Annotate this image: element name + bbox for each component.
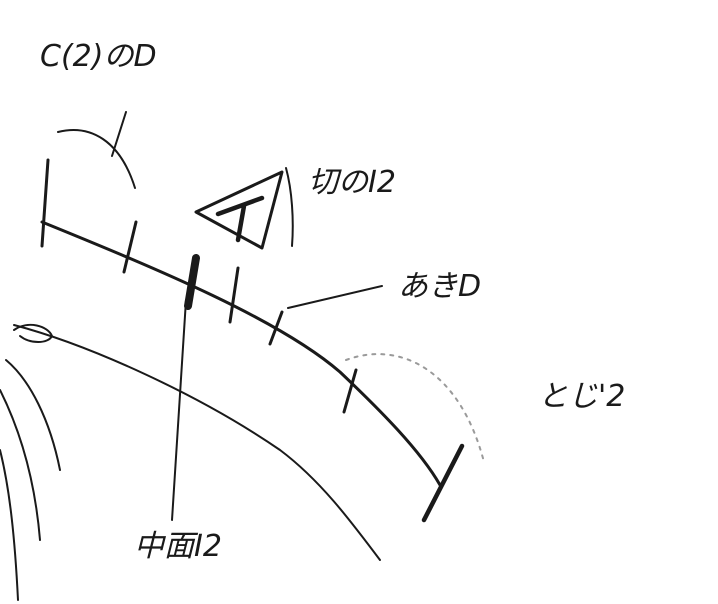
label-top-right: 切のI2	[308, 165, 396, 200]
triangle-inner-stroke	[218, 198, 262, 240]
main-fold-line	[42, 222, 440, 485]
left-arc-1	[0, 390, 40, 540]
lower-curve-loop	[14, 325, 52, 342]
top-left-bracket-pointer	[112, 112, 126, 156]
tick-right-end	[424, 446, 462, 520]
middle-right-leader	[288, 286, 382, 308]
label-bottom: 中面I2	[134, 529, 222, 564]
bottom-leader	[172, 300, 186, 520]
tick-4	[270, 312, 282, 344]
tick-3	[230, 268, 238, 322]
label-far-right: とじ'2	[538, 379, 625, 414]
label-middle-right: あきD	[398, 269, 481, 304]
tick-center-bold	[188, 258, 196, 306]
tick-1	[124, 222, 136, 272]
left-arc-2	[0, 450, 18, 600]
tick-left-end	[42, 160, 48, 246]
top-left-bracket	[58, 130, 135, 188]
triangle-leader	[286, 168, 293, 246]
label-top-left: C(2)のD	[40, 39, 157, 74]
left-arc-3	[6, 360, 60, 470]
